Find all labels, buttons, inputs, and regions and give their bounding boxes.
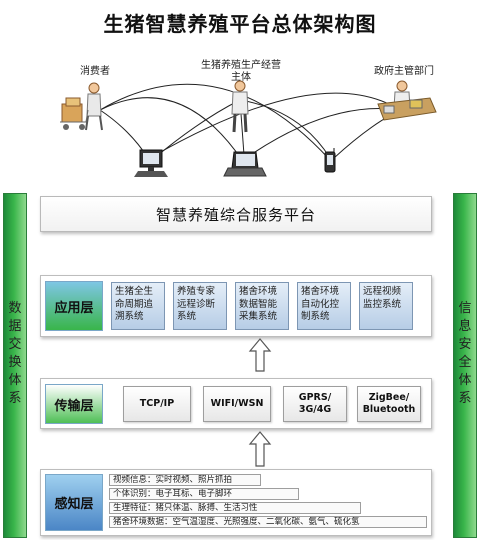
consumer-label: 消费者 <box>80 66 110 77</box>
information-security-sidebar-label: 信 息 安 全 体 系 <box>458 301 472 406</box>
data-exchange-sidebar-label: 数 据 交 换 体 系 <box>8 301 22 406</box>
producer-label: 生猪养殖生产经营 主体 <box>196 60 286 84</box>
information-security-sidebar <box>453 193 477 538</box>
actor-network-diagram <box>60 80 437 177</box>
application-item: 猪舍环境数据智能采集系统 <box>235 282 289 330</box>
application-item: 生猪全生命周期追溯系统 <box>111 282 165 330</box>
application-item: 养殖专家远程诊断系统 <box>173 282 227 330</box>
protocol-box: GPRS/3G/4G <box>283 386 347 422</box>
perception-layer: 感知层 视频信息：实时视频、照片抓拍 个体识别：电子耳标、电子脚环 生理特征：猪… <box>40 469 432 536</box>
protocol-box: WIFI/WSN <box>203 386 271 422</box>
perception-row: 个体识别：电子耳标、电子脚环 <box>109 488 299 500</box>
perception-row: 猪舍环境数据：空气温湿度、光照强度、二氧化碳、氨气、硫化氢 <box>109 516 427 528</box>
mobile-phone-icon <box>324 148 336 173</box>
transport-layer: 传输层 TCP/IP WIFI/WSN GPRS/3G/4G ZigBee/Bl… <box>40 378 432 429</box>
laptop-icon <box>223 151 267 177</box>
desktop-computer-icon <box>134 149 168 177</box>
perception-layer-label: 感知层 <box>45 474 103 531</box>
government-icon <box>377 80 437 121</box>
perception-row: 生理特征：猪只体温、脉搏、生活习性 <box>109 502 361 514</box>
application-layer-label: 应用层 <box>45 281 103 331</box>
page-title: 生猪智慧养殖平台总体架构图 <box>103 12 377 36</box>
service-platform-box: 智慧养殖综合服务平台 <box>40 196 432 232</box>
application-layer: 应用层 生猪全生命周期追溯系统 养殖专家远程诊断系统 猪舍环境数据智能采集系统 … <box>40 275 432 337</box>
producer-label-line1: 生猪养殖生产经营 <box>201 60 281 71</box>
consumer-icon <box>60 82 103 131</box>
data-exchange-sidebar <box>3 193 27 538</box>
protocol-box: TCP/IP <box>123 386 191 422</box>
perception-row: 视频信息：实时视频、照片抓拍 <box>109 474 261 486</box>
up-arrow-icon <box>248 338 272 372</box>
protocol-box: ZigBee/Bluetooth <box>357 386 421 422</box>
up-arrow-icon <box>248 431 272 467</box>
application-item: 远程视频监控系统 <box>359 282 413 330</box>
application-item: 猪舍环境自动化控制系统 <box>297 282 351 330</box>
government-label: 政府主管部门 <box>374 66 434 77</box>
transport-layer-label: 传输层 <box>45 384 103 424</box>
producer-label-line2: 主体 <box>231 72 251 83</box>
producer-icon <box>231 80 249 133</box>
